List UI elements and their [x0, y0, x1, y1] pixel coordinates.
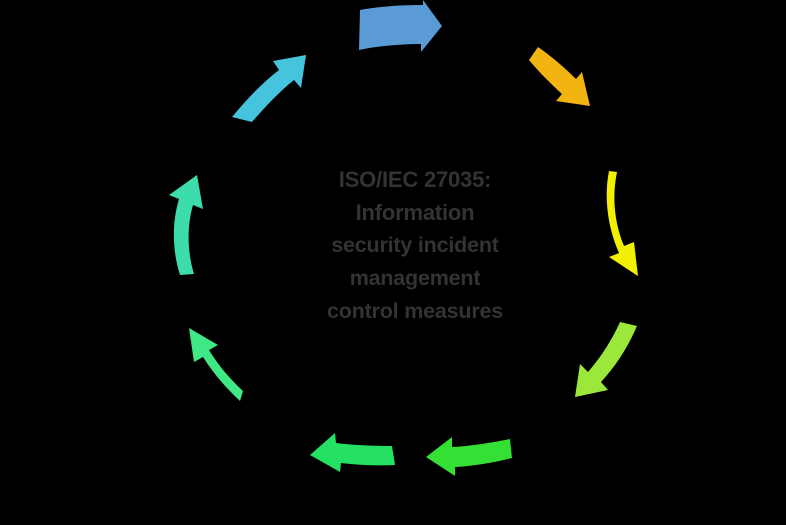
cycle-arrow-bottom-right	[426, 437, 512, 476]
cycle-arrow-lower-left	[189, 328, 243, 401]
cycle-arrow-right	[606, 171, 638, 276]
center-label: ISO/IEC 27035: Information security inci…	[297, 163, 533, 328]
center-label-line-5: control measures	[326, 299, 504, 323]
cycle-arrow-top	[359, 0, 442, 52]
cycle-arrow-lower-right	[575, 322, 637, 397]
cycle-arrow-upper-right	[529, 47, 590, 106]
center-label-line-2: Information	[355, 200, 475, 225]
cycle-arrow-bottom-left	[310, 433, 395, 472]
cycle-arrow-left	[169, 175, 203, 275]
cycle-arrow-upper-left	[232, 55, 306, 122]
center-label-line-4: management	[349, 266, 481, 290]
center-label-line-1: ISO/IEC 27035:	[338, 167, 492, 192]
center-label-line-3: security incident	[331, 233, 499, 257]
